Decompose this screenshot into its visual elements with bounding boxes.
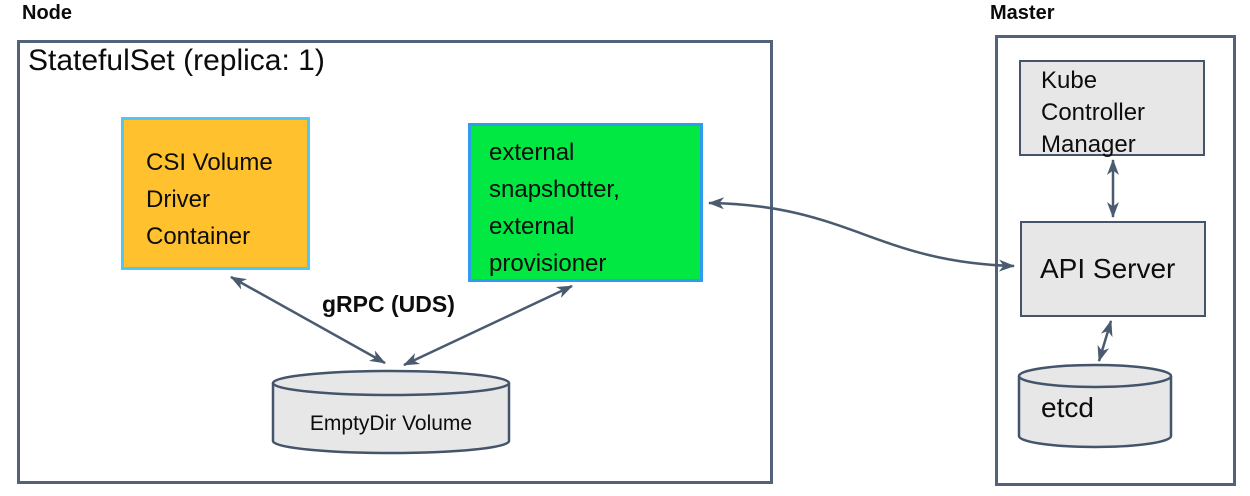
kube-controller-manager-box: Kube Controller Manager <box>1019 60 1205 158</box>
node-section-label: Node <box>22 2 72 24</box>
api-server-box: API Server <box>1020 221 1206 317</box>
csi-volume-driver-container-box: CSI Volume Driver Container <box>121 117 310 270</box>
grpc-uds-label: gRPC (UDS) <box>322 291 455 317</box>
api-server-label: API Server <box>1040 253 1176 284</box>
statefulset-title: StatefulSet (replica: 1) <box>28 44 325 77</box>
etcd-label: etcd <box>1041 392 1094 423</box>
external-snapshotter-provisioner-box: external snapshotter, external provision… <box>468 123 703 282</box>
emptydir-volume-label: EmptyDir Volume <box>309 412 473 435</box>
master-section-label: Master <box>990 2 1055 24</box>
